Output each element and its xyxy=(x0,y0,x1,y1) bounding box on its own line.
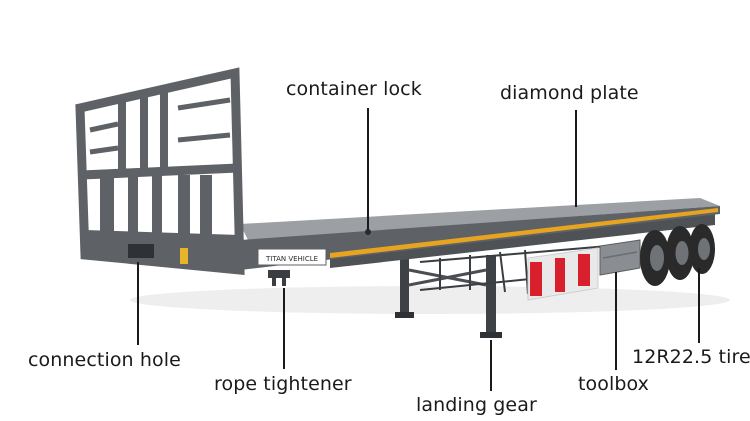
label-tire: 12R22.5 tire xyxy=(632,346,750,368)
brand-plate: TITAN VEHICLE xyxy=(265,255,318,263)
landing-gear xyxy=(395,255,502,338)
label-rope-tightener: rope tightener xyxy=(214,373,352,395)
tires xyxy=(640,224,715,286)
label-diamond-plate: diamond plate xyxy=(500,82,639,104)
leader-lines xyxy=(137,108,700,391)
container-lock-point xyxy=(365,229,371,235)
rope-tightener-hook xyxy=(268,270,290,286)
side-reflector-guard xyxy=(527,247,599,301)
label-connection-hole: connection hole xyxy=(28,349,181,371)
reflective-stripe xyxy=(330,208,718,258)
deck-diamond-plate xyxy=(240,198,720,240)
label-landing-gear: landing gear xyxy=(416,394,537,416)
chassis-frame xyxy=(330,212,715,295)
label-container-lock: container lock xyxy=(286,78,422,100)
headboard xyxy=(75,67,245,275)
toolbox-shape xyxy=(599,239,641,276)
brand-plate-bg xyxy=(257,248,327,266)
ground-shadow xyxy=(130,286,730,314)
label-toolbox: toolbox xyxy=(578,373,650,395)
